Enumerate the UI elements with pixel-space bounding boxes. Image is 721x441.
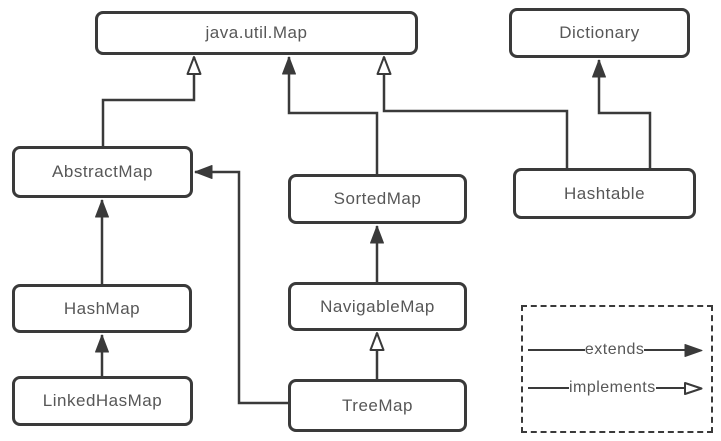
node-navigablemap: NavigableMap — [288, 282, 467, 331]
node-hashtable: Hashtable — [513, 168, 696, 219]
node-linkedhasmap: LinkedHasMap — [12, 376, 193, 426]
legend-implements-label: implements — [568, 379, 656, 396]
edge-hashtable-extends-dictionary — [592, 59, 652, 168]
legend-implements-line — [528, 387, 569, 389]
node-hashmap: HashMap — [12, 284, 192, 333]
node-treemap: TreeMap — [288, 379, 467, 432]
node-java-util-map: java.util.Map — [95, 11, 418, 55]
legend-box: extends implements — [521, 305, 713, 433]
legend-extends-label: extends — [584, 341, 645, 358]
edge-abstractmap-implements-map — [101, 56, 202, 146]
edge-treemap-extends-abstractmap — [194, 165, 288, 405]
legend-row-extends: extends — [528, 341, 703, 359]
edge-hashtable-implements-map — [376, 56, 569, 168]
legend-extends-line — [528, 349, 585, 351]
edge-sortedmap-extends-map — [282, 56, 379, 174]
legend-extends-line — [644, 349, 685, 351]
node-abstractmap: AbstractMap — [12, 146, 193, 198]
legend-implements-line — [655, 387, 685, 389]
node-sortedmap: SortedMap — [288, 174, 467, 224]
hollow-arrow-icon — [684, 381, 703, 395]
node-dictionary: Dictionary — [509, 8, 690, 58]
legend-row-implements: implements — [528, 379, 703, 397]
filled-arrow-icon — [684, 343, 703, 357]
